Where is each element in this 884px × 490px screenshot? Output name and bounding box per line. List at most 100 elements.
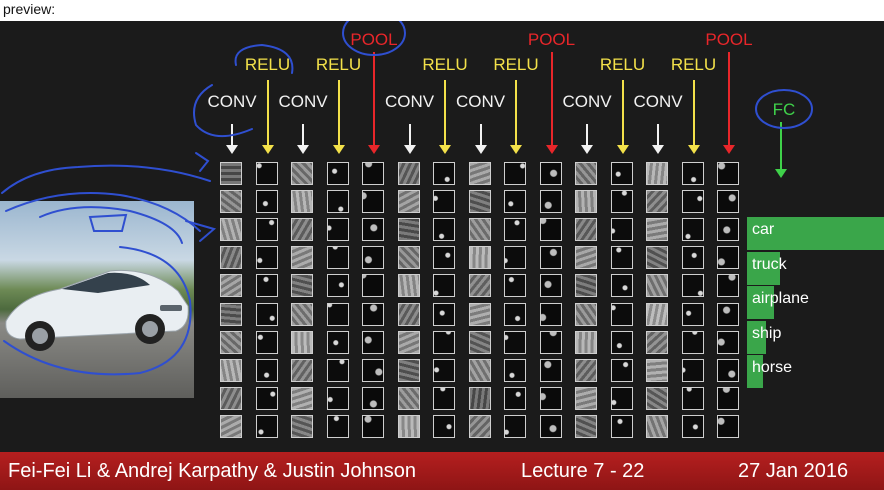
activation-map	[468, 330, 491, 354]
score-bar	[747, 217, 884, 250]
activation-map	[291, 358, 313, 382]
activation-column	[397, 162, 422, 443]
activation-map	[646, 218, 668, 242]
activation-map	[504, 246, 526, 270]
activation-column	[575, 162, 599, 443]
activation-map	[433, 246, 455, 270]
conv-arrow	[581, 124, 593, 154]
arrow-stroke-annotation-1	[1, 164, 211, 194]
activation-map	[646, 386, 668, 410]
conv-arrow	[403, 124, 416, 154]
activation-map	[610, 330, 633, 354]
activation-map	[326, 162, 349, 185]
activation-map	[326, 330, 349, 354]
activation-map	[717, 190, 739, 214]
activation-map	[681, 330, 704, 354]
activation-map	[575, 218, 597, 242]
conv-label: CONV	[633, 92, 683, 111]
activation-map	[681, 414, 704, 438]
activation-map	[681, 246, 704, 270]
activation-map	[504, 330, 526, 354]
activation-column	[681, 162, 706, 443]
activation-map	[220, 302, 242, 326]
activation-map	[681, 190, 704, 214]
activation-map	[504, 358, 526, 382]
activation-map	[255, 218, 278, 242]
activation-map	[433, 190, 455, 214]
conv-arrow	[474, 124, 487, 154]
activation-map	[646, 190, 668, 214]
relu-label: RELU	[670, 55, 717, 74]
activation-map	[575, 358, 597, 382]
conv-label: CONV	[278, 92, 328, 111]
pool-arrow	[368, 52, 380, 154]
activation-map	[468, 218, 491, 242]
activation-map	[575, 330, 597, 354]
relu-label: RELU	[315, 55, 362, 74]
activation-map	[220, 246, 242, 270]
activation-map	[220, 274, 242, 298]
activation-map	[362, 330, 384, 354]
activation-map	[717, 386, 739, 410]
activation-map	[681, 386, 704, 410]
activation-map	[433, 330, 455, 354]
fc-arrow	[775, 122, 787, 178]
activation-map	[504, 302, 526, 326]
class-label: truck	[752, 255, 787, 273]
activation-map	[681, 274, 704, 298]
activation-map	[433, 274, 455, 298]
activation-map	[433, 302, 455, 326]
activation-map	[255, 414, 278, 438]
activation-map	[575, 246, 597, 270]
activation-map	[539, 162, 562, 185]
activation-map	[433, 414, 455, 438]
activation-map	[575, 302, 597, 326]
score-bar	[747, 320, 767, 354]
score-bar	[747, 355, 764, 388]
activation-map	[610, 302, 633, 326]
activation-map	[397, 358, 420, 382]
activation-map	[326, 246, 349, 270]
activation-map	[397, 302, 420, 326]
activation-map	[220, 162, 242, 185]
conv-arrow	[652, 124, 664, 154]
activation-map	[610, 190, 633, 214]
activation-map	[504, 274, 526, 298]
pool-arrow	[545, 52, 558, 154]
relu-arrow	[439, 80, 451, 154]
conv-arrow	[226, 124, 238, 154]
activation-map	[646, 358, 668, 382]
activation-map	[433, 162, 455, 185]
activation-map	[220, 414, 242, 438]
activation-map	[291, 162, 313, 185]
activation-map	[610, 386, 633, 410]
activation-map	[397, 274, 420, 298]
activation-map	[397, 162, 420, 185]
activation-map	[717, 414, 739, 438]
activation-column	[291, 162, 315, 443]
activation-map	[362, 386, 384, 410]
relu-arrow	[687, 80, 700, 154]
activation-map	[468, 386, 491, 410]
activation-map	[681, 218, 704, 242]
activation-map	[539, 190, 562, 214]
activation-map	[326, 274, 349, 298]
relu-label: RELU	[422, 55, 468, 74]
activation-map	[362, 190, 384, 214]
activation-map	[646, 246, 668, 270]
activation-column	[504, 162, 528, 443]
activation-map	[539, 274, 562, 298]
footer-authors: Fei-Fei Li & Andrej Karpathy & Justin Jo…	[8, 460, 416, 482]
activation-map	[575, 190, 597, 214]
activation-map	[255, 330, 278, 354]
conv-label: CONV	[384, 92, 435, 111]
activation-map	[326, 386, 349, 410]
activation-map	[468, 162, 491, 185]
activation-map	[575, 386, 597, 410]
activation-map	[681, 302, 704, 326]
activation-map	[681, 358, 704, 382]
activation-column	[255, 162, 280, 443]
activation-map	[717, 162, 739, 185]
activation-column	[326, 162, 351, 443]
